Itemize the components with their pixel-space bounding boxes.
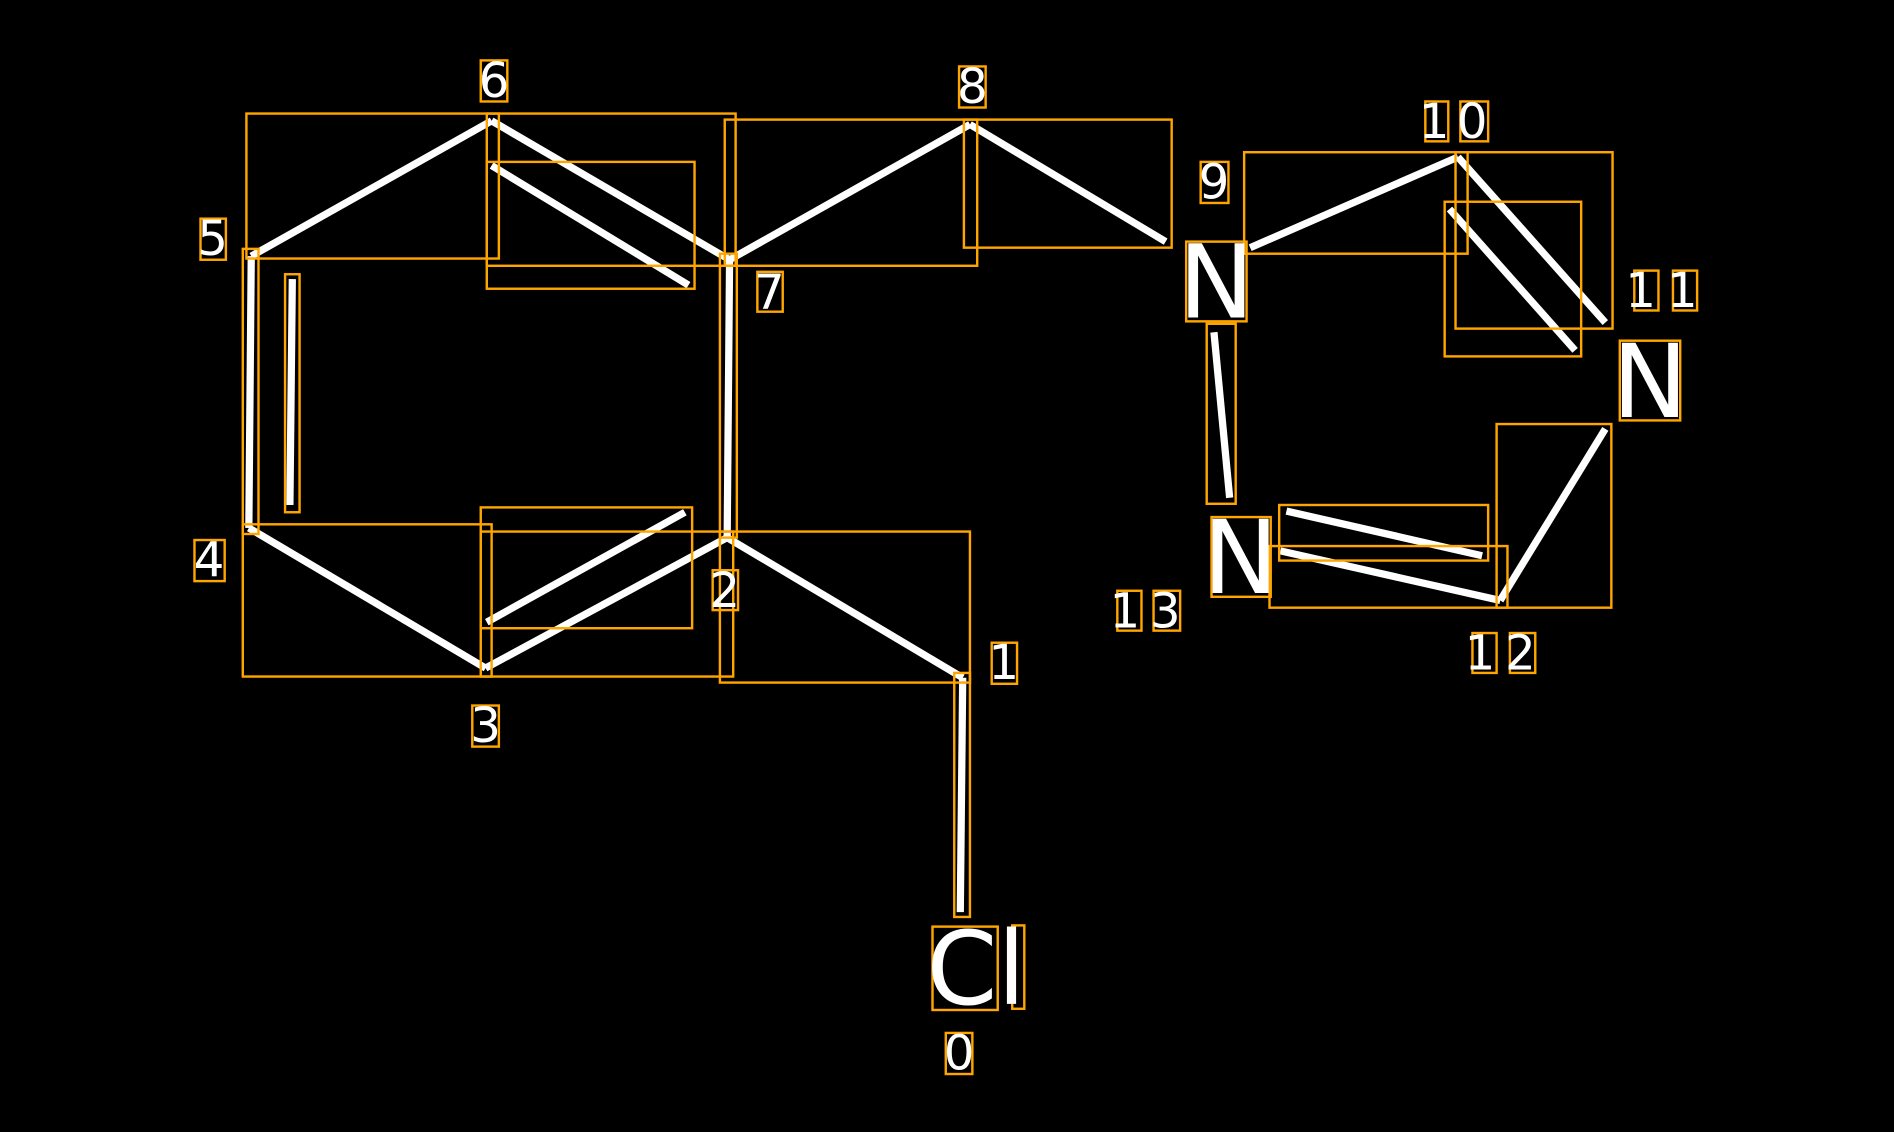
atom-index-5: 5: [197, 211, 228, 267]
bbox-index-4: [193, 538, 226, 583]
bbox-bond-13-9: [1205, 322, 1237, 505]
bbox-bond-1-0: [953, 671, 972, 919]
atom-index-10: 10: [1419, 94, 1495, 150]
bbox-index-9: [1199, 160, 1230, 205]
atom-index-6: 6: [479, 53, 510, 109]
bond-1-0: [956, 677, 967, 913]
bbox-index-12a: [1471, 631, 1498, 675]
atom-index-12: 12: [1465, 626, 1546, 682]
bond-6-7: [489, 117, 732, 263]
bbox-index-13a: [1116, 589, 1143, 632]
bond-11-12: [1497, 426, 1609, 603]
bond-13-9: [1210, 331, 1234, 499]
atom-index-7: 7: [754, 264, 785, 320]
bbox-bond-12-13-inner: [1277, 503, 1490, 562]
bbox-bond-5-6: [245, 112, 501, 260]
bbox-atom-13: [1210, 515, 1272, 599]
atom-index-labels: 0 1 2 3 4 5 6 7 8 9 10 11 12 13: [193, 53, 1708, 1081]
bbox-index-0: [944, 1031, 974, 1076]
bbox-bond-4-5: [241, 247, 260, 536]
atom-symbols: Cl N N N: [926, 224, 1687, 1028]
atom-index-4: 4: [194, 533, 225, 589]
bond-3-4: [246, 524, 488, 672]
bond-4-5-inner: [286, 279, 296, 506]
bbox-atom-11: [1618, 339, 1682, 422]
bbox-atom-cl-l: [1011, 924, 1026, 1010]
bbox-bond-10-11-inner: [1443, 200, 1583, 358]
bbox-bond-2-3-inner: [479, 506, 694, 630]
bbox-atom-cl: [931, 925, 999, 1012]
bbox-bond-7-2: [718, 252, 739, 539]
bbox-bond-6-7-inner: [485, 160, 696, 290]
bond-7-8: [727, 121, 972, 263]
bond-12-13: [1279, 547, 1502, 604]
bbox-bond-3-4: [241, 523, 493, 678]
bbox-index-12b: [1508, 631, 1537, 675]
bond-5-6: [249, 117, 494, 260]
bond-10-11-inner: [1446, 206, 1578, 353]
bbox-index-1: [990, 641, 1019, 685]
bbox-index-11b: [1671, 269, 1699, 312]
bbox-bond-7-8: [723, 118, 979, 267]
bonds: [245, 117, 1609, 913]
atom-symbol-11: N: [1612, 323, 1688, 441]
bond-4-5: [245, 256, 255, 528]
bbox-index-6: [479, 59, 509, 103]
atom-index-11: 11: [1625, 263, 1708, 319]
atom-symbol-13: N: [1203, 499, 1279, 617]
bond-8-9: [968, 121, 1168, 245]
bbox-bond-4-5-inner: [283, 273, 301, 514]
atom-index-0: 0: [944, 1025, 975, 1081]
atom-index-13: 13: [1110, 583, 1191, 639]
bond-7-2: [723, 259, 734, 538]
atom-index-1: 1: [988, 635, 1019, 691]
atom-index-2: 2: [709, 563, 740, 619]
bond-2-1: [725, 534, 965, 681]
bbox-index-3: [471, 704, 501, 748]
bond-9-10: [1248, 153, 1460, 251]
bbox-index-10b: [1459, 100, 1490, 143]
bbox-bond-10-11: [1454, 151, 1614, 330]
bond-12-13-inner: [1285, 507, 1483, 560]
bbox-index-8: [957, 65, 987, 109]
bbox-bond-11-12: [1495, 422, 1613, 609]
atom-symbol-0: Cl: [926, 910, 1025, 1028]
bbox-bond-2-1: [718, 530, 972, 684]
atom-index-9: 9: [1199, 154, 1230, 210]
bbox-index-11a: [1633, 269, 1660, 312]
bond-2-3: [483, 534, 729, 672]
atom-index-3: 3: [470, 698, 501, 754]
bbox-index-5: [199, 217, 228, 261]
atom-symbol-9: N: [1178, 224, 1254, 342]
bbox-index-10a: [1424, 100, 1450, 143]
bbox-index-2: [711, 569, 740, 612]
bbox-index-13b: [1152, 589, 1182, 632]
bbox-index-7: [756, 270, 784, 313]
bbox-atom-9: [1184, 240, 1248, 323]
bond-boxes: [241, 112, 1614, 919]
bbox-bond-8-9: [962, 118, 1173, 249]
atom-index-8: 8: [957, 59, 988, 115]
